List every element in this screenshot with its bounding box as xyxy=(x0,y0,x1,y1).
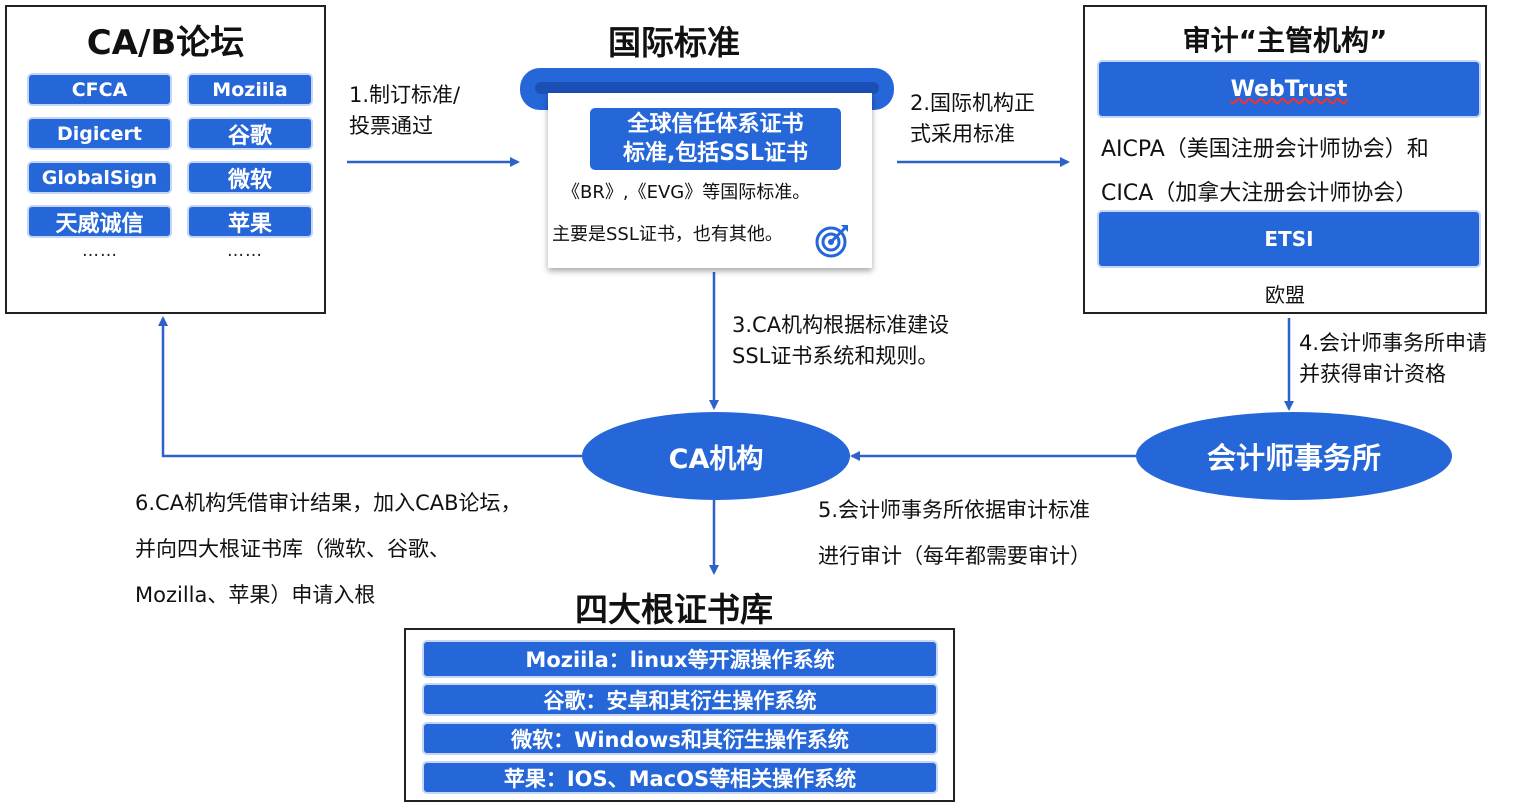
arrow-step6 xyxy=(158,316,582,458)
more-members-right: …… xyxy=(227,241,263,261)
intl-standard-desc2: 主要是SSL证书，也有其他。 xyxy=(552,224,783,245)
step6-label: 6.CA机构凭借审计结果，加入CAB论坛， 并向四大根证书库（微软、谷歌、 Mo… xyxy=(135,491,522,607)
member-google: 谷歌 xyxy=(187,117,313,150)
webtrust-badge: WebTrust xyxy=(1097,60,1481,118)
root-stores-title: 四大根证书库 xyxy=(575,590,773,629)
step2-label: 2.国际机构正 式采用标准 xyxy=(910,91,1036,146)
member-microsoft: 微软 xyxy=(187,161,313,194)
root-store-microsoft: 微软：Windows和其衍生操作系统 xyxy=(422,722,938,755)
root-store-google: 谷歌：安卓和其衍生操作系统 xyxy=(422,683,938,716)
accounting-firm-node: 会计师事务所 xyxy=(1136,412,1452,500)
more-members-left: …… xyxy=(82,241,118,261)
ca-node: CA机构 xyxy=(582,412,850,500)
member-globalsign: GlobalSign xyxy=(27,161,172,194)
cab-forum-title: CA/B论坛 xyxy=(86,23,245,63)
intl-standard-title: 国际标准 xyxy=(608,23,740,62)
intl-standard-card-title: 全球信任体系证书 标准,包括SSL证书 xyxy=(590,108,841,170)
step3-label: 3.CA机构根据标准建设 SSL证书系统和规则。 xyxy=(732,313,950,368)
target-icon xyxy=(815,225,848,258)
cica-text: CICA（加拿大注册会计师协会） xyxy=(1101,181,1418,206)
member-apple: 苹果 xyxy=(187,205,313,238)
member-digicert: Digicert xyxy=(27,117,172,150)
card-title-line2: 标准,包括SSL证书 xyxy=(622,141,809,166)
intl-standard-desc1: 《BR》,《EVG》等国际标准。 xyxy=(562,182,811,203)
audit-authority-title: 审计“主管机构” xyxy=(1182,24,1388,57)
etsi-badge: ETSI xyxy=(1097,210,1481,268)
aicpa-text: AICPA（美国注册会计师协会）和 xyxy=(1101,137,1429,162)
member-cfca: CFCA xyxy=(27,73,172,106)
root-stores-box: Moziila：linux等开源操作系统 谷歌：安卓和其衍生操作系统 微软：Wi… xyxy=(404,628,955,802)
root-store-mozilla: Moziila：linux等开源操作系统 xyxy=(422,640,938,678)
member-mozilla: Moziila xyxy=(187,73,313,106)
audit-authority-box: 审计“主管机构” WebTrust AICPA（美国注册会计师协会）和 CICA… xyxy=(1083,5,1487,314)
root-store-apple: 苹果：IOS、MacOS等相关操作系统 xyxy=(422,761,938,794)
step1-label: 1.制订标准/ 投票通过 xyxy=(349,83,461,138)
cab-forum-box: CA/B论坛 CFCA Digicert GlobalSign 天威诚信 Moz… xyxy=(5,5,326,314)
intl-standard-banner-inner xyxy=(535,82,879,94)
step5-label: 5.会计师事务所依据审计标准 进行审计（每年都需要审计） xyxy=(818,498,1091,568)
step4-label: 4.会计师事务所申请 并获得审计资格 xyxy=(1299,331,1488,386)
member-tianwei: 天威诚信 xyxy=(27,205,172,238)
eu-text: 欧盟 xyxy=(1265,283,1305,307)
card-title-line1: 全球信任体系证书 xyxy=(627,112,804,137)
